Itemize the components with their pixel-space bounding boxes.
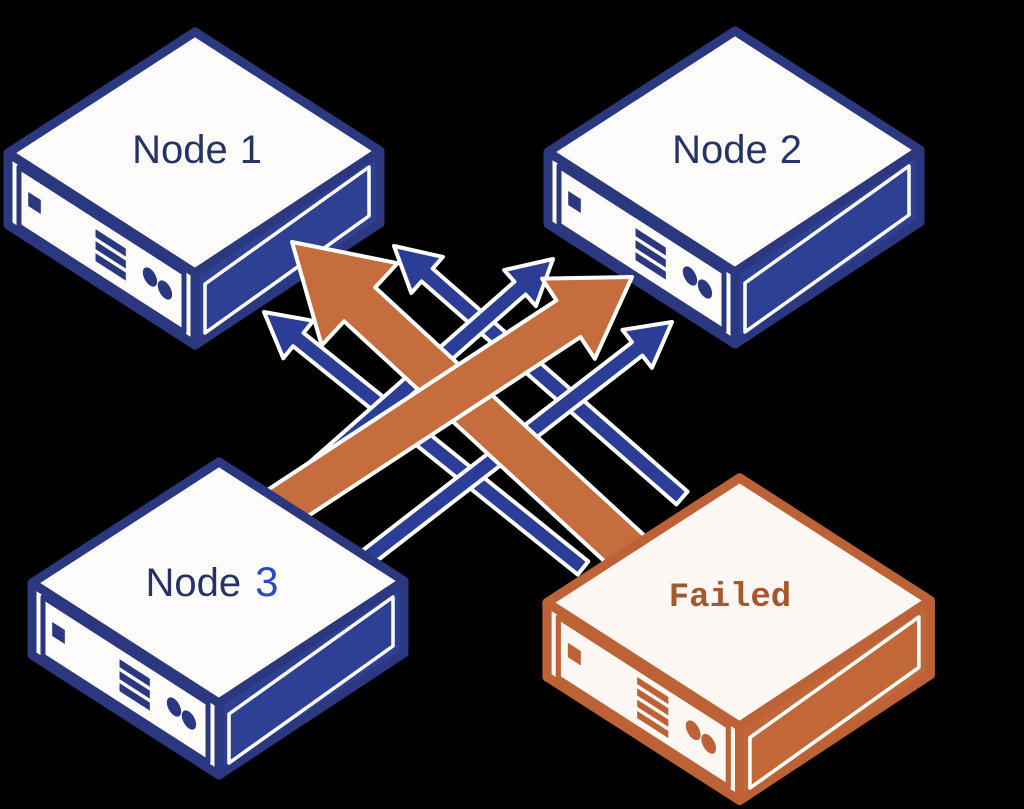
box-right-face-inset bbox=[227, 595, 395, 765]
server-box-node-1 bbox=[3, 27, 385, 350]
front-panel-details bbox=[568, 190, 713, 299]
box-front-panel bbox=[40, 594, 211, 765]
orange-arrow-failed-to-node-1 bbox=[290, 240, 668, 591]
node-3-digit: 3 bbox=[255, 558, 278, 605]
vent-bar-icon bbox=[637, 710, 669, 739]
layer-bottom-nodes bbox=[27, 457, 935, 806]
layer-arrows bbox=[253, 240, 690, 591]
vent-bar-icon bbox=[95, 241, 126, 269]
power-led-icon bbox=[28, 191, 41, 215]
layer-top-nodes bbox=[3, 26, 925, 350]
server-box-node-2 bbox=[543, 26, 925, 349]
button-icon bbox=[682, 266, 698, 286]
failed-label: Failed bbox=[669, 579, 791, 617]
button-icon bbox=[701, 733, 717, 754]
box-right-face-inset bbox=[203, 165, 371, 335]
orange-arrow-node-3-to-node-2 bbox=[253, 275, 634, 537]
button-icon bbox=[142, 267, 158, 287]
box-right-face bbox=[190, 146, 385, 350]
button-icon bbox=[685, 720, 701, 741]
box-right-face-inset bbox=[748, 615, 921, 790]
vent-bar-icon bbox=[637, 676, 669, 705]
server-box-node-3 bbox=[27, 457, 409, 780]
vent-bar-icon bbox=[635, 228, 666, 256]
box-right-face bbox=[730, 145, 925, 349]
power-led-icon bbox=[568, 190, 581, 214]
power-led-icon bbox=[567, 642, 581, 666]
front-panel-details bbox=[567, 642, 717, 754]
front-panel-details bbox=[52, 621, 197, 730]
vent-bar-icon bbox=[637, 699, 669, 727]
button-icon bbox=[157, 280, 173, 300]
blue-arrow-failed-to-node-1-left bbox=[262, 310, 591, 577]
server-box-failed bbox=[542, 473, 935, 806]
power-led-icon bbox=[52, 621, 65, 645]
box-right-face bbox=[734, 595, 935, 806]
button-icon bbox=[166, 697, 182, 717]
vent-bar-icon bbox=[119, 659, 150, 687]
vent-bar-icon bbox=[95, 253, 126, 281]
box-right-face bbox=[214, 576, 409, 780]
box-front-panel bbox=[556, 163, 727, 334]
vent-bar-icon bbox=[119, 683, 150, 711]
box-front-panel bbox=[555, 614, 731, 790]
vent-bar-icon bbox=[635, 240, 666, 268]
box-right-face-inset bbox=[743, 164, 911, 334]
front-panel-details bbox=[28, 191, 173, 300]
blue-arrow-failed-to-node-1-right bbox=[392, 244, 690, 507]
vent-bar-icon bbox=[95, 229, 126, 257]
vent-bar-icon bbox=[119, 671, 150, 699]
vent-bar-icon bbox=[635, 252, 666, 280]
box-front-panel bbox=[16, 164, 187, 335]
button-icon bbox=[181, 710, 197, 730]
button-icon bbox=[697, 279, 713, 299]
vent-bar-icon bbox=[637, 688, 669, 716]
